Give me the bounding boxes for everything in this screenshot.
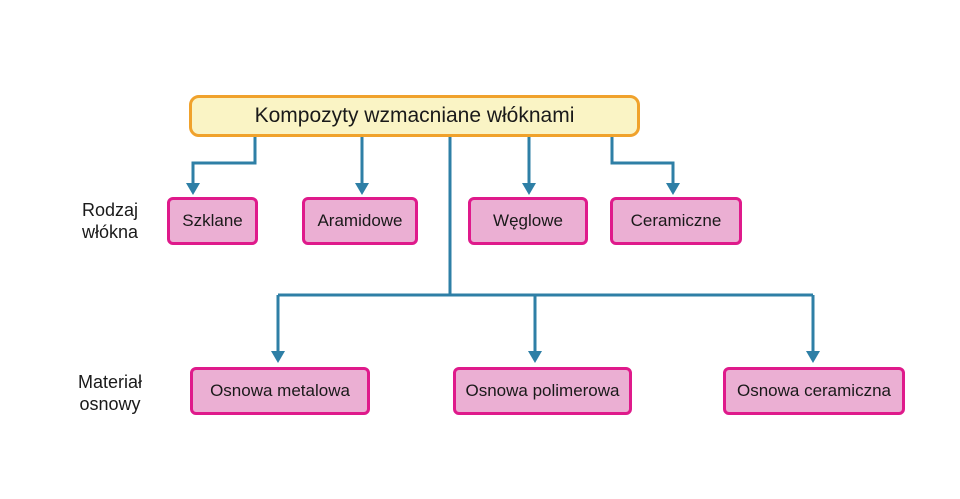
node-ceramiczne: Ceramiczne bbox=[610, 197, 742, 245]
arrowhead-weglowe bbox=[522, 183, 536, 195]
root-node-title: Kompozyty wzmacniane włóknami bbox=[189, 95, 640, 137]
arrowhead-szklane bbox=[186, 183, 200, 195]
node-osnowa-ceramiczna: Osnowa ceramiczna bbox=[723, 367, 905, 415]
connector-title-to-szklane bbox=[191, 137, 257, 184]
connector-title-to-ceramiczne bbox=[610, 137, 675, 184]
arrowhead-metalowa bbox=[271, 351, 285, 363]
arrowhead-polimerowa bbox=[528, 351, 542, 363]
node-aramidowe: Aramidowe bbox=[302, 197, 418, 245]
row-label-matrix-material: Materiał osnowy bbox=[77, 372, 143, 414]
row-label-fiber-type: Rodzaj włókna bbox=[81, 200, 139, 242]
arrowhead-aramidowe bbox=[355, 183, 369, 195]
node-osnowa-metalowa: Osnowa metalowa bbox=[190, 367, 370, 415]
node-osnowa-polimerowa: Osnowa polimerowa bbox=[453, 367, 632, 415]
node-szklane: Szklane bbox=[167, 197, 258, 245]
arrowhead-ceramiczne bbox=[666, 183, 680, 195]
arrowhead-ceramiczna bbox=[806, 351, 820, 363]
node-weglowe: Węglowe bbox=[468, 197, 588, 245]
